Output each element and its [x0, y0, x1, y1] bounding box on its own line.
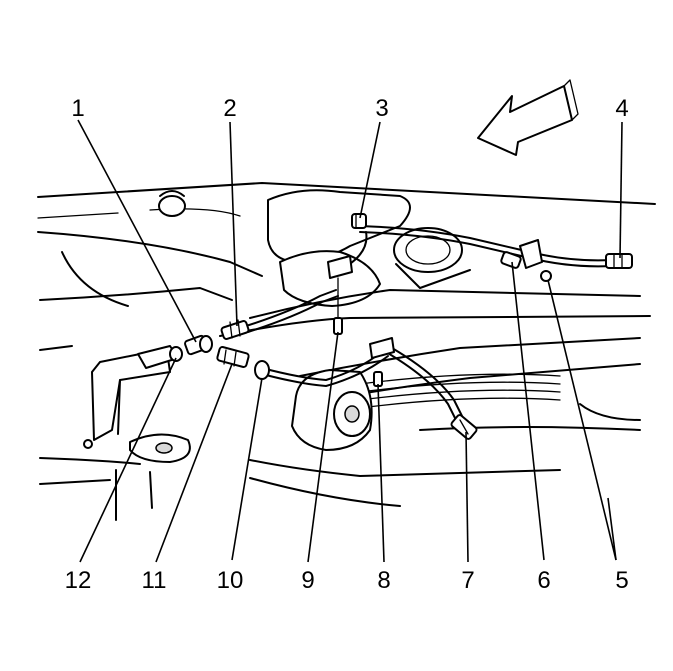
part-4-fitting [605, 253, 633, 269]
leader-lines [77, 119, 623, 563]
part-10-fitting [254, 360, 270, 380]
callout-3: 3 [375, 95, 388, 122]
callout-8: 8 [377, 567, 390, 594]
brake-backing-plate [249, 369, 561, 507]
callout-11: 11 [142, 567, 167, 594]
leaf-spring [359, 373, 641, 431]
callout-7: 7 [461, 567, 474, 594]
callout-labels: 1 2 3 4 5 6 7 8 9 10 11 12 [65, 95, 629, 594]
callout-5: 5 [615, 567, 628, 594]
axle-housing [219, 189, 651, 405]
callout-10: 10 [217, 567, 244, 594]
callout-2: 2 [223, 95, 236, 122]
part-1-fitting [184, 334, 213, 356]
frame-bracket [39, 353, 191, 521]
part-11-fitting [216, 346, 250, 368]
bump-stop [158, 190, 186, 217]
part-6-fitting [500, 251, 522, 269]
part-7-fitting [450, 414, 478, 440]
callout-9: 9 [301, 567, 314, 594]
callout-12: 12 [65, 567, 92, 594]
callout-6: 6 [537, 567, 550, 594]
part-9-bracket [327, 255, 353, 335]
part-3-fitting [351, 213, 367, 229]
forward-arrow-icon [477, 79, 579, 156]
part-5-clip [519, 239, 552, 282]
tire-outline [39, 251, 129, 351]
part-12-fitting [137, 345, 183, 369]
callout-1: 1 [71, 95, 84, 122]
brake-lines [245, 225, 613, 425]
callout-4: 4 [615, 95, 628, 122]
part-2-fitting [220, 319, 250, 340]
